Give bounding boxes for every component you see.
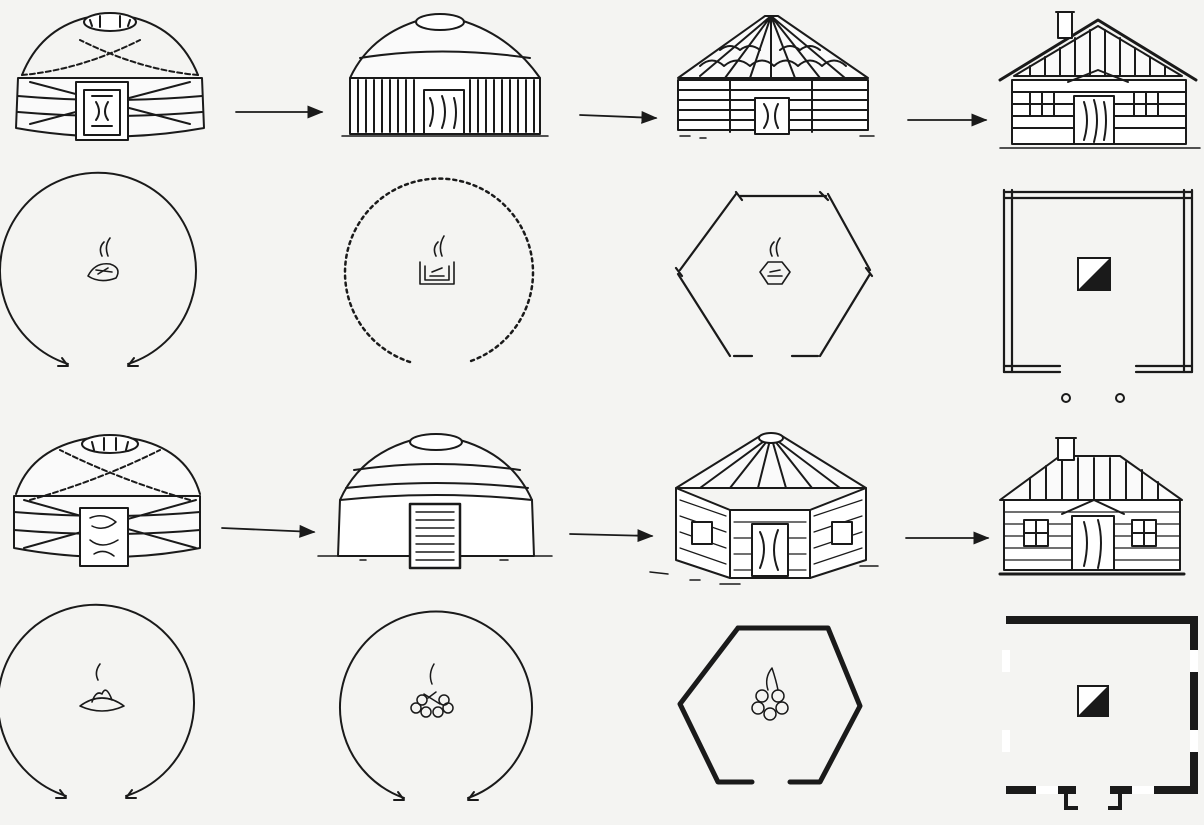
square-stove-icon — [1078, 258, 1110, 290]
fire-pit-stone-icon — [88, 238, 118, 281]
row1-arrow-2 — [580, 115, 656, 118]
circle-plan-with-entrance-arrows — [0, 173, 196, 366]
doorway-post-icons — [1062, 394, 1124, 402]
hexagonal-brick-house — [650, 433, 878, 584]
row2-arrow-2 — [570, 534, 652, 536]
yurt-with-vertical-plank-walls — [342, 14, 548, 136]
brick-house-with-hip-roof — [1000, 438, 1184, 574]
stone-ring-fire-icon-2 — [752, 668, 788, 720]
felt-yurt-with-door-frame — [16, 13, 204, 140]
hexagonal-log-yurt — [678, 16, 874, 138]
circle-plan-with-entrance-arrows-2 — [0, 605, 194, 798]
hexagonal-hearth-icon — [760, 238, 790, 284]
square-stove-icon-2 — [1078, 686, 1108, 716]
stone-ring-fire-icon — [411, 664, 453, 717]
hexagon-of-logs-plan — [676, 192, 872, 356]
fire-on-hearth-icon — [80, 664, 124, 711]
open-hearth-box-icon — [420, 236, 454, 284]
circle-plan-with-entrance-arrows-3 — [340, 611, 532, 800]
thick-hexagon-walls-plan — [680, 628, 860, 782]
yurt-with-earth-walls — [318, 434, 552, 568]
felt-yurt-with-decorated-door — [14, 435, 200, 566]
circle-of-stakes-plan — [345, 179, 533, 362]
row2-arrow-1 — [222, 528, 314, 532]
log-cabin-with-gable-roof — [1000, 12, 1200, 148]
